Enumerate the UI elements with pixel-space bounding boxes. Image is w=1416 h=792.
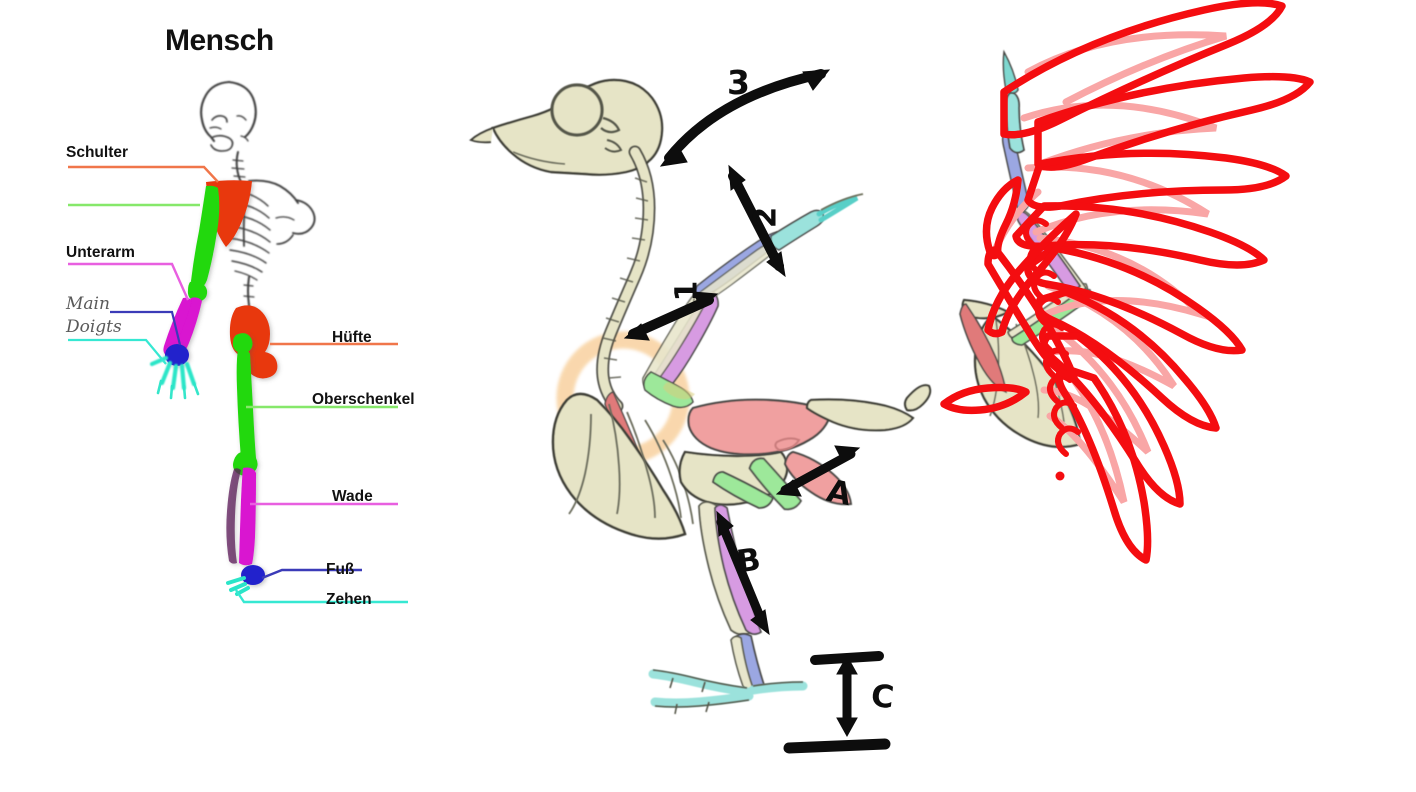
label-zehen: Zehen [326,591,372,608]
leg-arrow-B [716,510,770,636]
leader-zehen [235,589,408,604]
bird-skeleton-panel: 1 2 3 A B C [455,0,935,792]
bone-femur [232,333,258,476]
marker-label-B: B [734,541,763,581]
leg-arrow-C [783,651,891,754]
human-skeleton-drawing [149,80,316,596]
marker-label-1: 1 [669,280,705,302]
leader-unterarm [68,262,190,301]
page-title: Mensch [165,24,274,57]
bird-coracoid-shade [663,382,695,400]
bone-elbow [187,281,208,302]
leader-schulter [68,165,219,183]
bird-skeleton-drawing [469,69,932,754]
bird-cervical-vertebrae [596,145,656,413]
label-doigts: Doigts [66,317,122,337]
bird-skull [469,78,664,176]
label-wade: Wade [332,488,373,505]
bird-toes-outline [652,669,804,715]
leg-arrow-A [775,445,861,497]
bone-humerus [191,185,220,290]
wing-arrow-2 [728,164,786,278]
human-skeleton-panel: Mensch [0,0,470,660]
bird-pelvis [687,398,853,506]
bird-wing-digits [816,195,859,223]
label-huefte: Hüfte [332,329,372,346]
leader-main [110,310,182,346]
bone-pelvis [229,305,278,379]
wing-feathers-drawing [940,0,1314,564]
bone-carpals [165,344,189,366]
bird-femur-shaft [712,471,775,509]
label-schulter: Schulter [66,144,129,161]
leader-doigts [68,338,167,365]
marker-label-2: 2 [747,206,784,229]
human-leader-lines [68,165,408,604]
bird-tarsometatarsus [730,633,767,691]
label-fuss: Fuß [326,561,355,578]
bird-tail [805,384,932,432]
marker-label-3: 3 [727,63,750,102]
label-unterarm: Unterarm [66,244,135,261]
bone-tibia-fibula [226,467,256,566]
bird-toes [648,669,808,708]
bone-tarsals [241,565,265,585]
wing-arrow-1 [623,291,719,341]
bird-wing-carpometacarpus [770,193,864,251]
leader-fuss [261,568,362,580]
bone-radius [174,297,202,357]
wing-arrow-3 [659,69,831,167]
bone-hand-phalanges [149,355,197,391]
wing-arm-outline [940,176,1080,415]
label-oberschenkel: Oberschenkel [312,391,415,408]
bird-wing-feathers-panel [930,0,1416,564]
label-main: Main [66,294,110,314]
bone-ulna [163,297,192,356]
marker-label-C: C [869,677,896,717]
